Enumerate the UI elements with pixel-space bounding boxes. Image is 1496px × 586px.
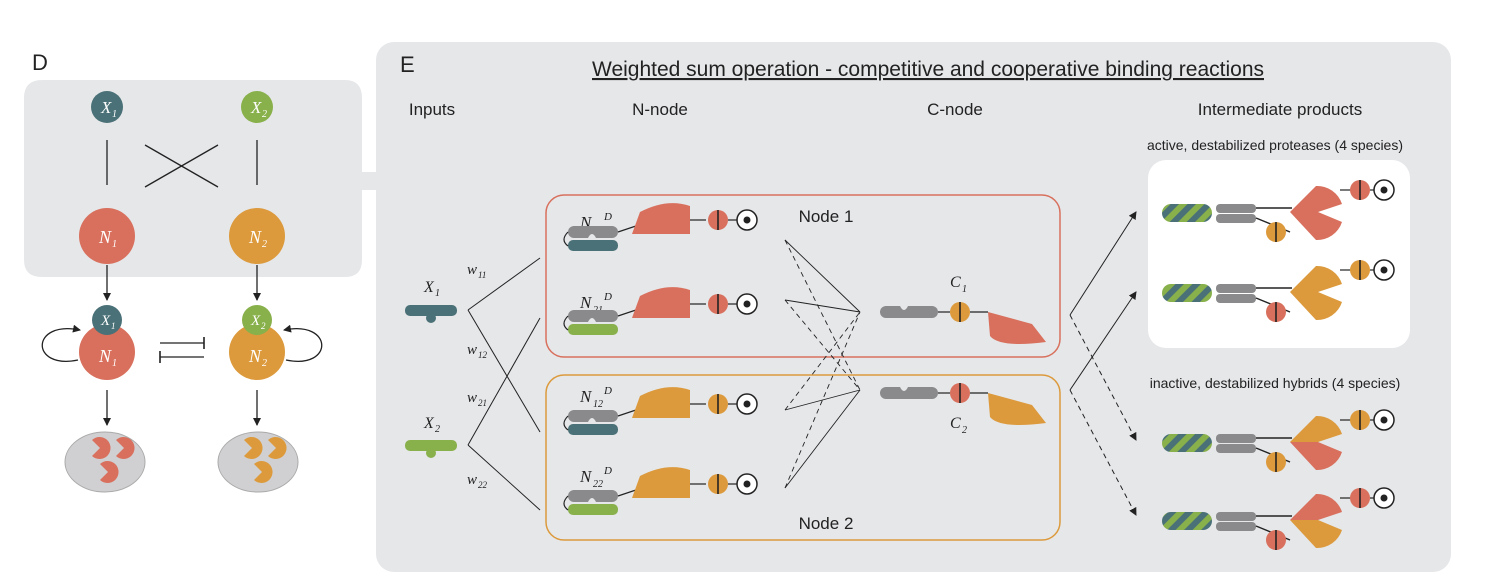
active-products-box [1148,160,1410,348]
c1-construct [880,302,1046,344]
node1-box [545,194,1061,358]
n12-construct [563,387,758,435]
svg-text:1: 1 [112,109,117,120]
pool-2-proteases [244,437,287,483]
input-x2-label: X [423,415,435,432]
c2-label: C [950,415,961,432]
x1-bound [92,305,122,335]
panel-e-letter: E [400,52,415,77]
svg-text:1: 1 [112,358,117,369]
svg-text:2: 2 [262,358,267,369]
n2-label: N [248,227,262,247]
svg-text:D: D [603,465,612,477]
svg-text:N: N [98,346,112,366]
svg-text:D: D [603,211,612,223]
x1-node [91,91,123,123]
svg-text:2: 2 [262,239,267,250]
n1-label: N [98,227,112,247]
n-to-c-connections [784,239,861,489]
c2-construct [880,383,1046,425]
svg-text:1: 1 [435,288,440,299]
svg-text:1: 1 [962,284,967,295]
x2-node [241,91,273,123]
x1-label: X [100,98,112,117]
svg-text:X: X [100,313,111,329]
svg-text:X: X [250,313,261,329]
w11-label: w [467,262,477,278]
input-x1 [405,305,457,316]
svg-text:N: N [579,467,593,486]
svg-text:12: 12 [478,350,488,360]
svg-text:2: 2 [261,321,266,331]
panel-e-title: Weighted sum operation - competitive and… [592,58,1264,81]
inactive-caption: inactive, destabilized hybrids (4 specie… [1150,375,1401,391]
x2-label: X [250,98,262,117]
node1-label: Node 1 [799,207,854,226]
active-product-1 [1162,179,1395,242]
inactive-product-1 [1162,409,1395,472]
n2-self-loop [283,324,323,362]
col-inputs: Inputs [409,100,455,119]
inactive-product-2 [1162,487,1395,550]
svg-text:N: N [579,387,593,406]
pool-1-proteases [92,437,135,483]
input-x2 [405,440,457,451]
svg-text:N: N [579,293,593,312]
svg-text:22: 22 [478,480,488,490]
input-x1-label: X [423,279,435,296]
n2-complex [229,324,285,380]
svg-text:D: D [603,385,612,397]
svg-text:11: 11 [478,270,486,280]
svg-text:2: 2 [262,109,267,120]
n1-node [79,208,135,264]
svg-text:21: 21 [478,398,487,408]
n2-node [229,208,285,264]
n22-construct [563,467,758,515]
active-caption: active, destabilized proteases (4 specie… [1147,137,1403,153]
svg-text:22: 22 [593,479,603,490]
svg-text:D: D [603,291,612,303]
svg-text:1: 1 [112,239,117,250]
n21-construct [563,287,758,335]
panel-d-letter: D [32,50,48,75]
node2-label: Node 2 [799,514,854,533]
col-n-node: N-node [632,100,688,119]
n1-complex [79,324,135,380]
w21-label: w [467,390,477,406]
col-c-node: C-node [927,100,983,119]
n11-construct [563,203,758,251]
c1-label: C [950,274,961,291]
svg-text:2: 2 [435,424,440,435]
n12-label: N 12 D [579,385,612,410]
svg-text:N: N [248,346,262,366]
node2-box [545,374,1061,541]
w22-label: w [467,472,477,488]
w12-label: w [467,342,477,358]
svg-text:12: 12 [593,399,603,410]
n1-self-loop [41,324,81,362]
x2-bound [242,305,272,335]
svg-text:2: 2 [962,425,967,436]
active-product-2 [1162,259,1395,322]
panel-d-background [24,80,378,277]
col-products: Intermediate products [1198,100,1362,119]
svg-text:1: 1 [111,321,116,331]
n22-label: N 22 D [579,465,612,490]
